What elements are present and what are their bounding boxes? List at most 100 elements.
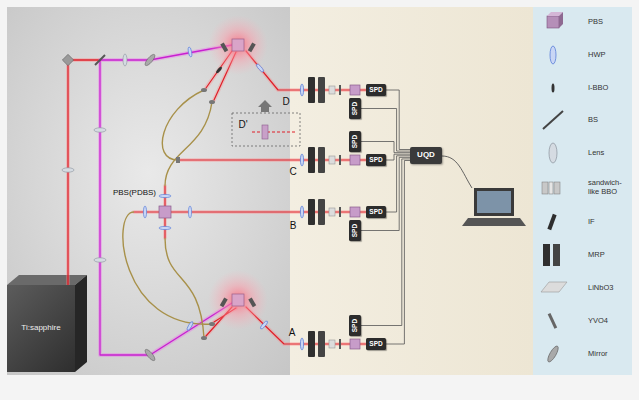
node-label: SPD (351, 224, 358, 237)
detector-box: SPD (349, 315, 361, 336)
legend-text: MRP (588, 251, 605, 260)
legend-text: Lens (588, 149, 604, 158)
lens (123, 54, 127, 66)
fiber (165, 102, 212, 186)
fiber-cable (361, 109, 410, 152)
hwp-plate (260, 320, 269, 330)
legend-icons (541, 12, 567, 363)
fiber-cable (361, 159, 410, 326)
detector-box: SPD (366, 338, 386, 350)
laser-beams (68, 45, 366, 355)
alternative-beam (252, 132, 296, 133)
sandwich-bbo-icon (554, 182, 560, 194)
lens (94, 258, 106, 262)
laser-side-face (75, 275, 87, 372)
legend-text: HWP (588, 51, 606, 60)
node-label: UQD (417, 151, 435, 160)
bs-icon (543, 111, 563, 129)
beam-splitter (95, 55, 105, 65)
laser-box: Ti:sapphire (7, 285, 75, 372)
mirror (62, 54, 73, 65)
compensator (248, 43, 256, 53)
node-label: SPD (369, 340, 382, 347)
data-cable (442, 156, 472, 188)
hwp-icon (550, 46, 556, 64)
mirror (144, 53, 157, 67)
ibbo-crystal (215, 66, 222, 74)
if-icon (547, 214, 556, 230)
detector-box: SPD (349, 98, 361, 119)
fiber-cable (361, 142, 410, 153)
legend-text: BS (588, 116, 598, 125)
compensator (220, 298, 228, 308)
pbs-cube (159, 206, 171, 218)
path-label: D (282, 96, 289, 107)
fiber (123, 212, 212, 324)
laptop-display (477, 191, 511, 213)
legend-text: YVO4 (588, 317, 608, 326)
node-label: SPD (369, 208, 382, 215)
lens (62, 168, 74, 172)
hwp-plate (256, 63, 265, 73)
hwp-plate (159, 226, 171, 229)
dashed-frame (232, 113, 300, 146)
pbs-icon (559, 12, 563, 28)
hwp-plate (188, 47, 193, 57)
fiber-coupler (209, 322, 215, 326)
yvo4-icon (548, 313, 557, 329)
compensator (220, 43, 228, 53)
source-glow (208, 15, 268, 75)
mirror-icon (546, 345, 560, 364)
mirror (144, 348, 157, 362)
red-beam (134, 51, 366, 344)
lens (94, 128, 106, 132)
hwp-plate (186, 321, 194, 331)
detector-box: SPD (349, 131, 361, 152)
move-arrow (258, 100, 272, 112)
lens-icon (549, 143, 557, 163)
movable-element (262, 125, 268, 139)
fiber-cable (361, 157, 410, 230)
beam-glow (68, 60, 100, 285)
sandwich-bbo-icon (542, 182, 548, 194)
legend-text: LiNbO3 (588, 284, 613, 293)
laptop-screen (474, 188, 514, 216)
fiber (162, 90, 204, 160)
source-panel (7, 7, 290, 375)
legend-text: PBS (588, 18, 603, 27)
path-label: C (289, 166, 296, 177)
detector-box: SPD (366, 84, 386, 96)
sandwich-bbo-icon (549, 182, 553, 194)
node-label: Ti:sapphire (21, 324, 60, 333)
path-label: B (290, 220, 297, 231)
path-label: A (289, 327, 296, 338)
analysis-panel (290, 7, 533, 375)
legend-text: Mirror (588, 350, 608, 359)
linbo3-icon (541, 282, 567, 292)
ibbo-icon (552, 84, 555, 93)
fiber-cable (386, 156, 410, 212)
component-label: PBS(PDBS) (113, 189, 156, 198)
hwp-plate (188, 206, 191, 218)
mrp-icon (543, 244, 550, 266)
legend-text: I-BBO (588, 84, 608, 93)
pbs-icon (547, 16, 559, 28)
fiber-coupler (209, 100, 215, 104)
red-beam (68, 60, 100, 285)
detector-box: SPD (349, 220, 361, 241)
node-label: SPD (351, 135, 358, 148)
detector-box: SPD (366, 154, 386, 166)
node-label: SPD (369, 86, 382, 93)
compensator (248, 298, 256, 308)
path-label: D' (238, 119, 247, 130)
node-label: SPD (369, 156, 382, 163)
beam-glow (134, 51, 366, 344)
coincidence-box: UQD (410, 147, 442, 164)
node-label: SPD (351, 319, 358, 332)
hwp-plate (159, 194, 171, 197)
laser-top-face (7, 275, 87, 285)
fibers (123, 90, 212, 338)
